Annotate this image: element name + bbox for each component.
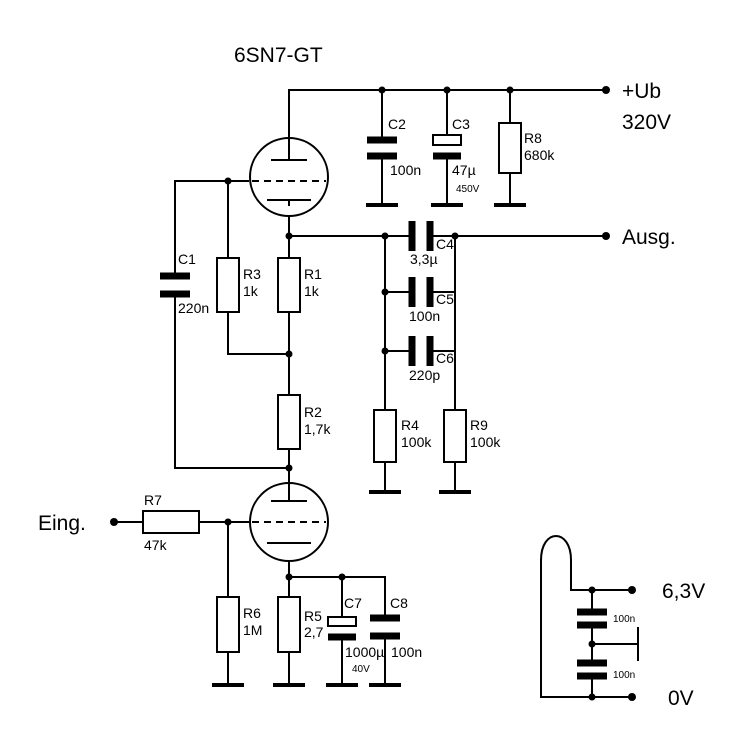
c2-value: 100n xyxy=(390,162,421,178)
r9-value: 100k xyxy=(470,434,501,450)
capacitors xyxy=(160,134,607,680)
r8-value: 680k xyxy=(524,147,555,163)
upper-tube xyxy=(249,137,329,217)
lower-tube xyxy=(249,482,329,562)
r7-value: 47k xyxy=(144,537,168,553)
r5-value: 2,7 xyxy=(304,624,324,640)
c1-value: 220n xyxy=(178,300,209,316)
ub-voltage-label: 320V xyxy=(622,111,671,134)
r4-value: 100k xyxy=(401,434,432,450)
c4-name: C4 xyxy=(436,236,454,252)
r2-body xyxy=(277,394,301,450)
junctions xyxy=(110,86,636,701)
r1-value: 1k xyxy=(304,283,320,299)
r2-name: R2 xyxy=(304,404,322,420)
r6-name: R6 xyxy=(243,605,261,621)
c3-value: 47µ xyxy=(452,162,476,178)
r3-value: 1k xyxy=(243,283,259,299)
r1-body xyxy=(277,257,301,313)
ub-label: +Ub xyxy=(622,80,661,103)
c2-name: C2 xyxy=(388,116,406,132)
r9-name: R9 xyxy=(470,417,488,433)
r1-name: R1 xyxy=(304,266,322,282)
c6-value: 220p xyxy=(409,367,440,383)
r3-name: R3 xyxy=(243,266,261,282)
labels: 6SN7-GT +Ub 320V Ausg. Eing. 6,3V 0V C1 … xyxy=(38,44,705,710)
r6-value: 1M xyxy=(243,622,262,638)
resistors xyxy=(142,122,522,653)
wires xyxy=(113,89,639,698)
c5-name: C5 xyxy=(436,291,454,307)
r4-body xyxy=(373,409,397,463)
c7-rating: 40V xyxy=(352,664,370,675)
c7-name: C7 xyxy=(344,595,362,611)
c3-name: C3 xyxy=(452,116,470,132)
heater-cap-top-value: 100n xyxy=(613,614,635,625)
tube-type-label: 6SN7-GT xyxy=(234,44,323,67)
c5-value: 100n xyxy=(409,308,440,324)
ground-label: 0V xyxy=(668,687,694,710)
r4-name: R4 xyxy=(401,417,419,433)
r5-body xyxy=(277,596,301,653)
r5-name: R5 xyxy=(304,608,322,624)
r2-value: 1,7k xyxy=(304,421,331,437)
output-label: Ausg. xyxy=(622,226,676,249)
heater-cap-bottom-value: 100n xyxy=(613,670,635,681)
heater-voltage-label: 6,3V xyxy=(662,580,705,603)
r6-body xyxy=(216,596,240,653)
c6-name: C6 xyxy=(436,350,454,366)
c1-name: C1 xyxy=(178,251,196,267)
r3-body xyxy=(216,257,240,313)
grounds xyxy=(212,203,526,687)
r7-name: R7 xyxy=(144,492,162,508)
r8-name: R8 xyxy=(524,130,542,146)
r8-body xyxy=(498,122,522,174)
c8-name: C8 xyxy=(390,595,408,611)
c7-value: 1000µ xyxy=(345,644,384,660)
input-label: Eing. xyxy=(38,512,86,535)
c4-value: 3,3µ xyxy=(410,251,438,267)
r9-body xyxy=(443,409,467,463)
c3-rating: 450V xyxy=(456,184,480,195)
c8-value: 100n xyxy=(391,644,422,660)
r7-body xyxy=(142,510,200,534)
